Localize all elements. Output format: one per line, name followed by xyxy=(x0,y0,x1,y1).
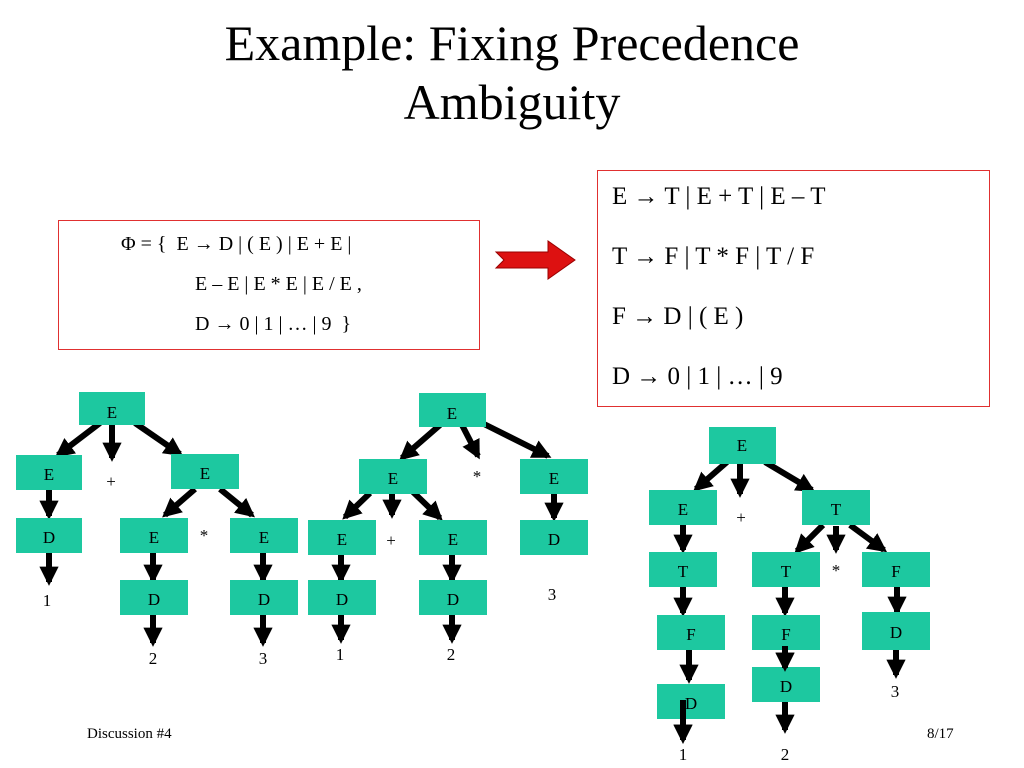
tree-node-label: T xyxy=(831,500,842,519)
tree-node-label: E xyxy=(678,500,688,519)
grammar-line: Φ = { E → D | ( E ) | E + E | xyxy=(121,233,352,255)
tree-node xyxy=(657,615,725,650)
tree-node xyxy=(230,518,298,553)
tree-node-label: E xyxy=(200,464,210,483)
tree-leaf: 1 xyxy=(43,591,52,610)
tree-node xyxy=(359,459,427,494)
tree-node-label: T xyxy=(781,562,792,581)
footer-page-number: 8/17 xyxy=(927,726,954,742)
tree-node-label: E xyxy=(388,469,398,488)
tree-leaf: 2 xyxy=(781,745,790,764)
tree-node xyxy=(802,490,870,525)
grammar-rule: F → D | ( E ) xyxy=(612,303,744,330)
tree-node xyxy=(79,392,145,425)
tree-node xyxy=(120,518,188,553)
tree-node xyxy=(649,490,717,525)
tree-node xyxy=(308,580,376,615)
tree-node xyxy=(419,580,487,615)
tree-operator: * xyxy=(473,467,482,486)
tree-node xyxy=(862,552,930,587)
tree-node-label: F xyxy=(781,625,790,644)
tree-leaf: 3 xyxy=(891,682,900,701)
tree-leaf: 1 xyxy=(679,745,688,764)
tree-node xyxy=(171,454,239,489)
tree-node-label: E xyxy=(737,436,747,455)
tree-node xyxy=(709,427,776,464)
tree-node xyxy=(16,518,82,553)
tree-node xyxy=(649,552,717,587)
footer-discussion-label: Discussion #4 xyxy=(87,726,172,742)
tree-node xyxy=(16,455,82,490)
tree-node-label: E xyxy=(259,528,269,547)
tree-node-label: E xyxy=(549,469,559,488)
tree-leaf: 2 xyxy=(447,645,456,664)
tree-node xyxy=(752,552,820,587)
tree-leaf: 3 xyxy=(259,649,268,668)
grammar-rule: E → T | E + T | E – T xyxy=(612,183,826,210)
tree-node xyxy=(120,580,188,615)
tree-operator: + xyxy=(736,508,746,527)
tree-node-label: D xyxy=(685,694,697,713)
tree-node-label: D xyxy=(336,590,348,609)
tree-node-label: D xyxy=(447,590,459,609)
tree-leaf: 3 xyxy=(548,585,557,604)
tree-node xyxy=(230,580,298,615)
grammar-line: D → 0 | 1 | … | 9 } xyxy=(195,313,352,335)
tree-node-label: E xyxy=(149,528,159,547)
tree-operator: * xyxy=(832,561,841,580)
transform-arrow-icon xyxy=(494,240,576,280)
parse-tree-1: E E E D E E D D + * 1 2 3 xyxy=(16,392,298,668)
tree-operator: + xyxy=(106,472,116,491)
tree-node xyxy=(862,612,930,650)
slide-title: Example: Fixing Precedence Ambiguity xyxy=(0,14,1024,132)
parse-tree-2: E E E E E D D D * + 3 1 2 xyxy=(308,393,588,664)
grammar-rule: T → F | T * F | T / F xyxy=(612,243,815,270)
tree-node xyxy=(520,459,588,494)
grammar-rule: D → 0 | 1 | … | 9 xyxy=(612,363,783,390)
unambiguous-grammar-box: E → T | E + T | E – T T → F | T * F | T … xyxy=(597,170,990,407)
tree-leaf: 1 xyxy=(336,645,345,664)
tree-node xyxy=(308,520,376,555)
tree-node xyxy=(419,520,487,555)
tree-node-label: E xyxy=(447,404,457,423)
grammar-line: E – E | E * E | E / E , xyxy=(195,273,362,295)
tree-node-label: D xyxy=(890,623,902,642)
ambiguous-grammar-box: Φ = { E → D | ( E ) | E + E | E – E | E … xyxy=(58,220,480,350)
tree-node-label: F xyxy=(891,562,900,581)
tree-node xyxy=(657,684,725,719)
tree-node xyxy=(752,615,820,650)
parse-tree-3: E E T T T F F F D D D + * 3 1 2 xyxy=(649,427,930,764)
tree-node-label: E xyxy=(107,403,117,422)
tree-node-label: D xyxy=(780,677,792,696)
slide-title-line2: Ambiguity xyxy=(403,74,621,130)
tree-node-label: T xyxy=(678,562,689,581)
tree-node-label: D xyxy=(43,528,55,547)
tree-node xyxy=(752,667,820,702)
tree-leaf: 2 xyxy=(149,649,158,668)
slide-title-line1: Example: Fixing Precedence xyxy=(224,15,800,71)
tree-node-label: E xyxy=(337,530,347,549)
tree-node-label: D xyxy=(258,590,270,609)
tree-operator: + xyxy=(386,531,396,550)
tree-node xyxy=(520,520,588,555)
tree-node-label: D xyxy=(148,590,160,609)
tree-node-label: F xyxy=(686,625,695,644)
tree-node xyxy=(419,393,486,427)
tree-node-label: D xyxy=(548,530,560,549)
tree-node-label: E xyxy=(44,465,54,484)
tree-operator: * xyxy=(200,526,209,545)
tree-node-label: E xyxy=(448,530,458,549)
